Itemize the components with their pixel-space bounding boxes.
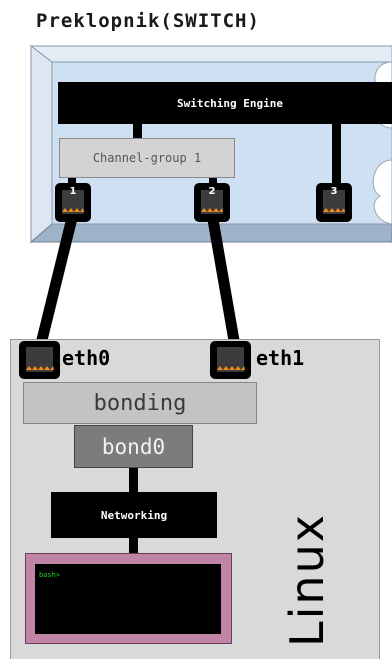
engine-link-port-3 <box>332 124 341 188</box>
switch-title: Preklopnik(SWITCH) <box>36 10 260 32</box>
engine-link-channel-group <box>133 124 142 138</box>
cable-port1-eth0 <box>33 212 79 354</box>
switch-port-3 <box>316 183 352 222</box>
bonding-box: bonding <box>23 382 257 424</box>
bonding-label: bonding <box>93 390 187 416</box>
bond0-label: bond0 <box>101 434 166 459</box>
networking-label: Networking <box>100 508 168 522</box>
networking-box: Networking <box>51 492 217 538</box>
nic-port-eth1 <box>210 341 251 379</box>
bond0-link-networking <box>129 468 138 492</box>
cable-port2-eth1 <box>206 213 242 353</box>
port-3-number: 3 <box>330 186 338 197</box>
linux-label: Linux <box>280 513 334 647</box>
port-2-number: 2 <box>208 186 216 197</box>
eth1-label: eth1 <box>256 346 305 370</box>
switch-port-2 <box>194 183 230 222</box>
switching-engine: Switching Engine <box>58 82 392 124</box>
networking-link-terminal <box>129 538 138 554</box>
eth0-label: eth0 <box>62 346 111 370</box>
port-1-number: 1 <box>69 186 77 197</box>
terminal-window[interactable] <box>35 564 221 634</box>
switching-engine-label: Switching Engine <box>177 96 283 110</box>
channel-group-label: Channel-group 1 <box>92 151 202 165</box>
terminal-prompt: bash> <box>39 571 61 579</box>
switch-port-1 <box>55 183 91 222</box>
bond0-box: bond0 <box>74 425 193 468</box>
channel-group-box: Channel-group 1 <box>59 138 235 178</box>
nic-port-eth0 <box>19 341 60 379</box>
